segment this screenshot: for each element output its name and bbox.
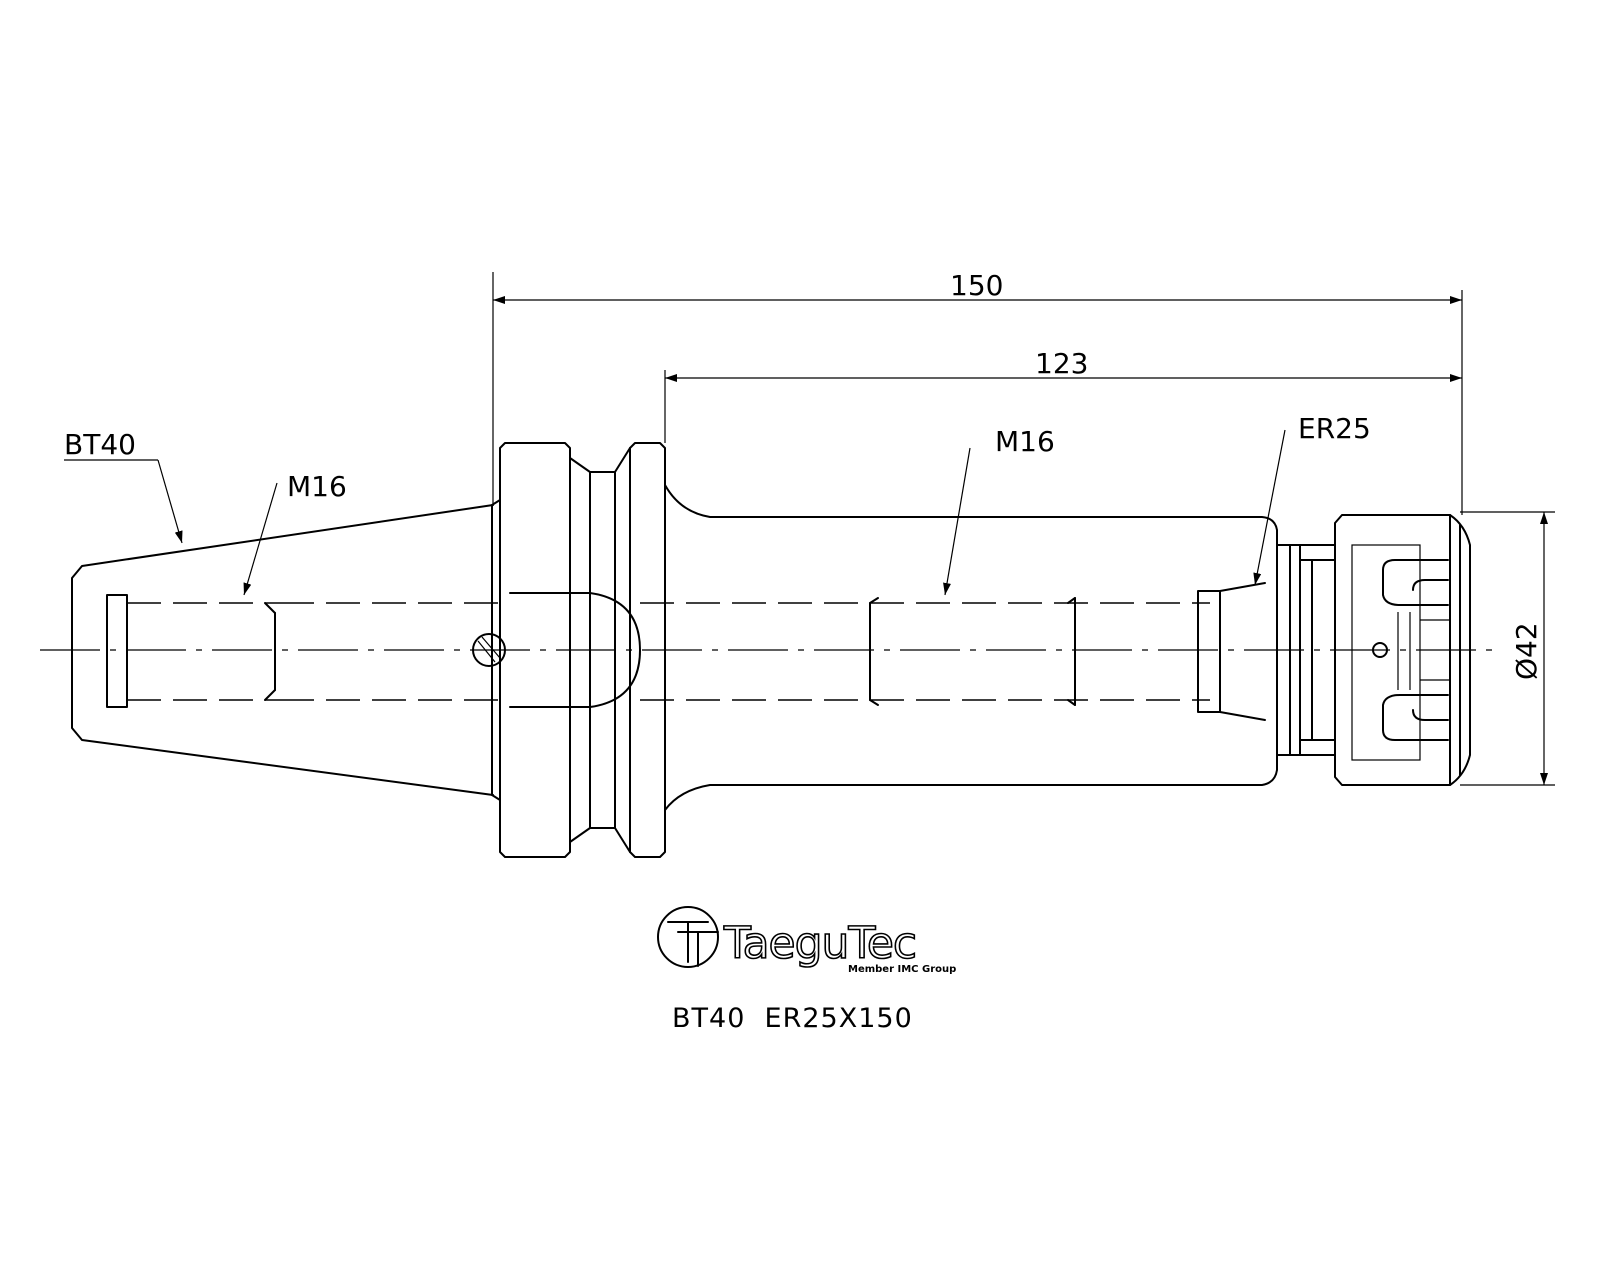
taper-label: BT40 xyxy=(64,428,136,461)
diameter-label: Ø42 xyxy=(1510,622,1543,680)
main-body xyxy=(640,484,1278,811)
dimension-shank-length: 123 xyxy=(664,347,1462,443)
taegutec-logo: TaeguTec Member IMC Group xyxy=(657,906,956,975)
collet-label: ER25 xyxy=(1298,412,1371,445)
callout-taper: BT40 xyxy=(64,428,183,544)
thread-right-label: M16 xyxy=(995,425,1055,458)
thread-left-label: M16 xyxy=(287,470,347,503)
logo-brand-text: TaeguTec xyxy=(723,918,916,969)
part-number-caption: BT40 ER25X150 xyxy=(672,1003,913,1034)
callout-thread-right: M16 xyxy=(943,425,1055,596)
callout-collet: ER25 xyxy=(1253,412,1371,586)
overall-length-label: 150 xyxy=(950,269,1003,302)
dimension-diameter: Ø42 xyxy=(1460,511,1555,786)
shank-length-label: 123 xyxy=(1035,347,1088,380)
dimension-overall-length: 150 xyxy=(492,269,1463,515)
logo-tagline: Member IMC Group xyxy=(848,964,956,975)
left-thread-hidden xyxy=(127,602,510,701)
callout-thread-left: M16 xyxy=(243,470,347,596)
